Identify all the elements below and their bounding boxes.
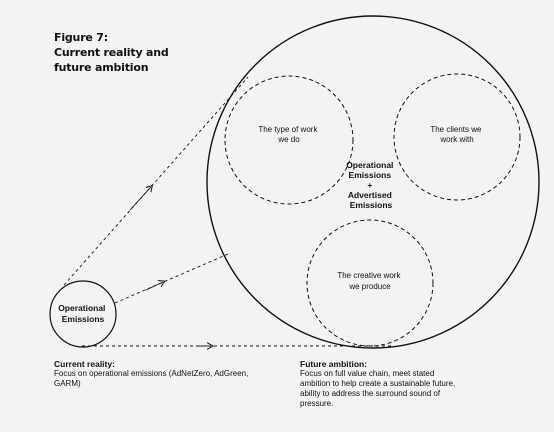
svg-text:Operational Emissions: Operational Emissions + Advertised Emiss… [346, 160, 396, 210]
future-ambition-note: Future ambition: Focus on full value cha… [300, 359, 460, 409]
center-label-line-3: + [367, 180, 372, 190]
current-reality-note: Current reality: Focus on operational em… [54, 359, 254, 389]
center-label-line-5: Emissions [350, 200, 393, 210]
current-reality-body: Focus on operational emissions (AdNetZer… [54, 369, 249, 388]
future-ambition-heading: Future ambition: [300, 359, 368, 369]
small-circle-label-line-1: Operational [58, 303, 105, 313]
creative-work-label-line-1: The creative work [337, 271, 401, 280]
center-label-line-2: Emissions [349, 170, 392, 180]
clients-label-line-1: The clients we [430, 125, 482, 134]
arrow-line-top [63, 76, 249, 286]
type-of-work-label-line-2: we do [277, 135, 300, 144]
operational-emissions-circle [49, 280, 117, 348]
small-circle-label-line-2: Emissions [62, 314, 105, 324]
clients-label-line-2: work with [439, 135, 473, 144]
outer-circle [206, 15, 540, 349]
inner-circle-type-of-work [224, 75, 354, 205]
svg-text:The clients we work with: The clients we work with [430, 125, 483, 144]
arrow-head-mid [145, 282, 163, 291]
arrow-line-mid [114, 253, 229, 304]
svg-text:Operational Emissions: Operational Emissions [58, 303, 108, 324]
svg-text:The creative work we produ: The creative work we produce [337, 271, 402, 291]
inner-circle-creative-work [306, 219, 434, 347]
inner-circle-clients [393, 73, 521, 201]
future-ambition-body: Focus on full value chain, meet stated a… [300, 369, 456, 408]
figure-title: Current reality and future ambition [54, 46, 169, 74]
type-of-work-label-line-1: The type of work [258, 125, 318, 134]
current-reality-heading: Current reality: [54, 359, 115, 369]
center-label-line-4: Advertised [348, 190, 392, 200]
svg-text:The type of work we do: The type of work we do [258, 125, 319, 144]
creative-work-label-line-2: we produce [348, 282, 391, 291]
center-label-line-1: Operational [346, 160, 393, 170]
figure-label: Figure 7: [54, 31, 108, 44]
arrow-head-top [129, 187, 151, 211]
